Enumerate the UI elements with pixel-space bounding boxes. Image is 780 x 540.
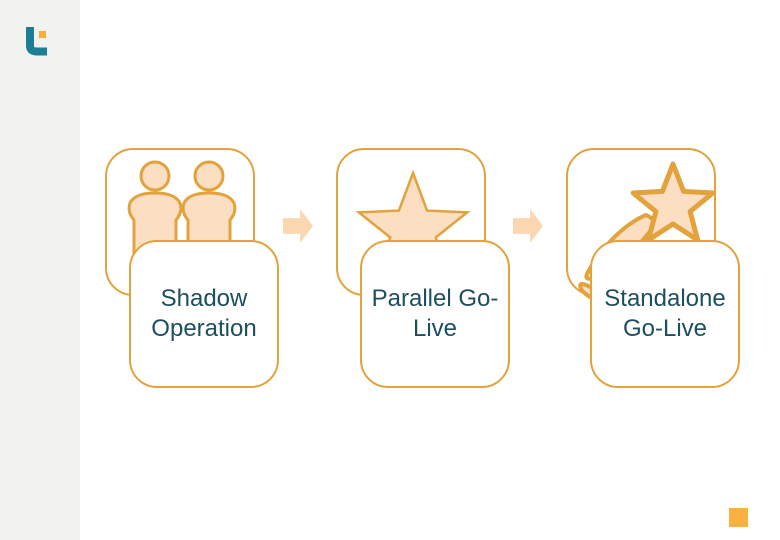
step-1-label: Shadow Operation [151, 285, 257, 342]
slide-corner-accent-square [729, 508, 748, 527]
step-2-label-card: Parallel Go- Live [360, 240, 510, 388]
step-3-label-card: Standalone Go-Live [590, 240, 740, 388]
right-arrow-icon [513, 209, 543, 243]
step-2-label: Parallel Go- Live [371, 285, 499, 342]
left-sidebar-panel [0, 0, 80, 540]
step-1-label-card: Shadow Operation [129, 240, 279, 388]
right-arrow-icon [283, 209, 313, 243]
company-logo [26, 27, 47, 56]
logo-orange-dot [39, 31, 46, 38]
step-3-label: Standalone Go-Live [604, 285, 726, 342]
